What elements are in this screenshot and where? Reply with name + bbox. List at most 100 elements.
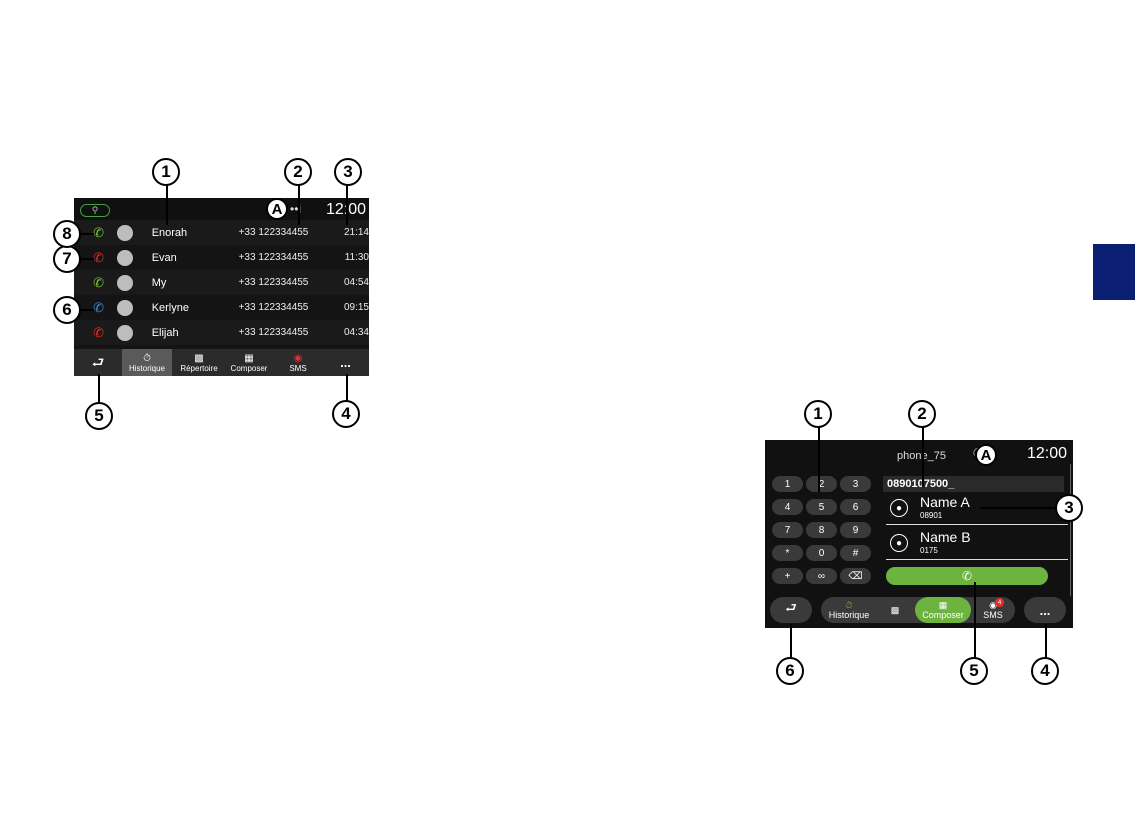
- status-bar: ⚲ ••i 12:00: [74, 198, 369, 220]
- back-arrow-icon: ⮐: [91, 354, 105, 370]
- callout-8: 8: [53, 220, 81, 248]
- clock-icon: ⏱: [845, 600, 853, 610]
- callout-line: [346, 374, 348, 402]
- callout-3: 3: [334, 158, 362, 186]
- keypad-icon: ▦: [938, 600, 948, 610]
- tab-label: Composer: [230, 363, 268, 373]
- tab-composer[interactable]: ▦ Composer: [915, 597, 971, 623]
- key-9[interactable]: 9: [840, 522, 871, 538]
- more-icon: ...: [1039, 602, 1051, 618]
- call-time: 04:54: [343, 277, 369, 288]
- key-1[interactable]: 1: [772, 476, 803, 492]
- contact-suggestion[interactable]: ● Name A 08901: [886, 494, 1068, 525]
- more-options-button[interactable]: ...: [322, 349, 369, 376]
- tab-historique[interactable]: ⏱ Historique: [122, 349, 172, 376]
- key-7[interactable]: 7: [772, 522, 803, 538]
- call-button[interactable]: ✆: [886, 567, 1048, 585]
- key-star[interactable]: *: [772, 545, 803, 561]
- callout-2: 2: [908, 400, 936, 428]
- key-5[interactable]: 5: [806, 499, 837, 515]
- list-item[interactable]: ✆ Enorah +33 122334455 21:14: [74, 220, 369, 245]
- contact-number: +33 122334455: [238, 252, 309, 263]
- key-6[interactable]: 6: [840, 499, 871, 515]
- phone-name: phone_75: [897, 450, 946, 462]
- contact-number: +33 122334455: [238, 302, 309, 313]
- incoming-call-icon: ✆: [93, 224, 105, 240]
- tab-label: Répertoire: [180, 363, 218, 373]
- contact-number: +33 122334455: [238, 227, 309, 238]
- contact-number: +33 122334455: [238, 277, 309, 288]
- call-time: 11:30: [344, 252, 369, 263]
- callout-3: 3: [1055, 494, 1083, 522]
- marker-a: A: [975, 444, 997, 466]
- tab-repertoire[interactable]: ▩: [877, 597, 913, 623]
- callout-line: [1045, 624, 1047, 660]
- key-8[interactable]: 8: [806, 522, 837, 538]
- contact-suggestion[interactable]: ● Name B 0175: [886, 529, 1068, 560]
- keypad-icon: ▦: [244, 352, 254, 364]
- message-icon: ◉4: [989, 598, 1005, 610]
- callout-line: [98, 374, 100, 404]
- more-options-button[interactable]: ...: [1024, 597, 1066, 623]
- call-time: 04:34: [343, 327, 369, 338]
- backspace-button[interactable]: ⌫: [840, 568, 871, 584]
- key-hash[interactable]: #: [840, 545, 871, 561]
- tab-label: Composer: [922, 610, 964, 620]
- list-item[interactable]: ✆ My +33 122334455 04:54: [74, 270, 369, 295]
- key-3[interactable]: 3: [840, 476, 871, 492]
- key-plus[interactable]: +: [772, 568, 803, 584]
- tab-sms[interactable]: ◉4 SMS: [973, 597, 1013, 623]
- person-icon: ●: [890, 499, 908, 517]
- contacts-icon: ▩: [890, 605, 900, 615]
- back-button[interactable]: ⮐: [770, 597, 812, 623]
- callout-line: [68, 309, 94, 311]
- callout-line: [922, 427, 924, 487]
- key-4[interactable]: 4: [772, 499, 803, 515]
- person-icon: ●: [890, 534, 908, 552]
- avatar: [117, 274, 133, 291]
- scrollbar[interactable]: [1070, 464, 1071, 596]
- tab-composer[interactable]: ▦ Composer: [224, 349, 274, 376]
- avatar: [117, 249, 133, 266]
- tab-label: SMS: [289, 363, 307, 373]
- contact-name: Name B: [920, 529, 971, 545]
- signal-icon: ••i: [290, 202, 302, 216]
- call-time: 09:15: [343, 302, 369, 313]
- avatar: [117, 224, 133, 241]
- number-input[interactable]: 0890107500_: [883, 476, 1064, 492]
- list-item[interactable]: ✆ Evan +33 122334455 11:30: [74, 245, 369, 270]
- phone-icon: ✆: [961, 569, 973, 583]
- callout-line: [166, 185, 168, 225]
- callout-line: [974, 582, 976, 660]
- callout-line: [298, 185, 300, 225]
- tab-sms[interactable]: ◉ SMS: [274, 349, 322, 376]
- callout-1: 1: [152, 158, 180, 186]
- contact-number: 0175: [920, 546, 938, 555]
- callout-1: 1: [804, 400, 832, 428]
- avatar: [117, 299, 133, 316]
- callout-5: 5: [85, 402, 113, 430]
- voicemail-button[interactable]: ∞: [806, 568, 837, 584]
- contact-name: Evan: [151, 251, 177, 264]
- back-button[interactable]: ⮐: [74, 349, 122, 376]
- call-time: 21:14: [343, 227, 369, 238]
- tab-repertoire[interactable]: ▩ Répertoire: [174, 349, 224, 376]
- more-icon: ...: [340, 355, 351, 370]
- list-item[interactable]: ✆ Elijah +33 122334455 04:34: [74, 320, 369, 345]
- outgoing-call-icon: ✆: [93, 299, 105, 315]
- key-2[interactable]: 2: [806, 476, 837, 492]
- contact-number: 08901: [920, 511, 943, 520]
- callout-5: 5: [960, 657, 988, 685]
- callout-line: [68, 258, 94, 260]
- key-0[interactable]: 0: [806, 545, 837, 561]
- backspace-icon: ⌫: [848, 570, 863, 582]
- clock-icon: ⏱: [143, 352, 151, 364]
- search-button[interactable]: ⚲: [80, 204, 110, 217]
- callout-4: 4: [332, 400, 360, 428]
- list-item[interactable]: ✆ Kerlyne +33 122334455 09:15: [74, 295, 369, 320]
- tab-historique[interactable]: ⏱ Historique: [825, 597, 873, 623]
- voicemail-icon: ∞: [817, 570, 826, 582]
- callout-line: [818, 427, 820, 492]
- call-history-screen: ⚲ ••i 12:00 ✆ Enorah +33 122334455 21:14…: [74, 198, 369, 376]
- clock: 12:00: [326, 201, 366, 219]
